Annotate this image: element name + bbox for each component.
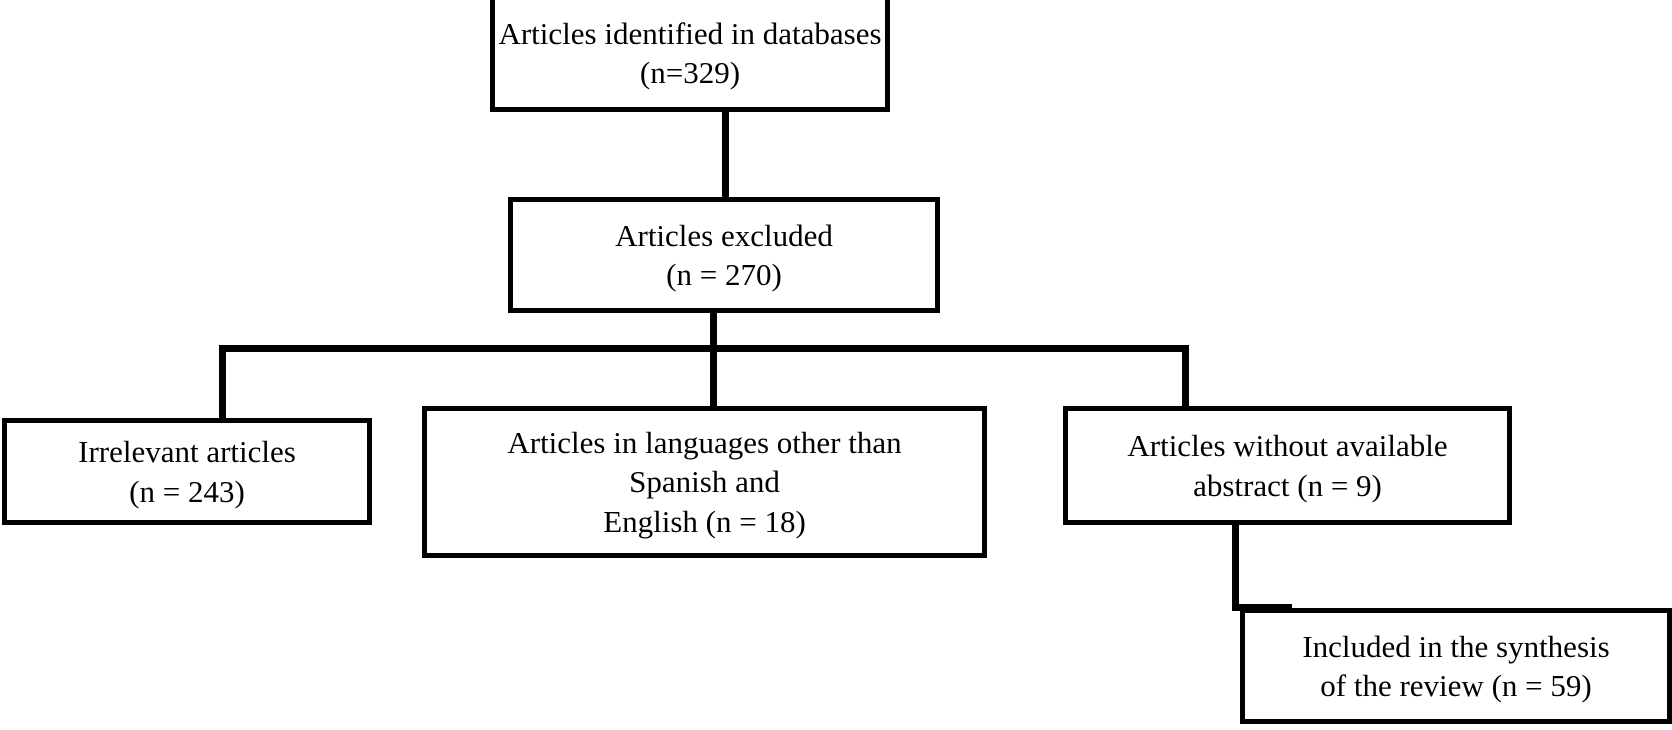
articles-excluded-count: (n = 270) xyxy=(666,257,782,292)
articles-excluded-line-1: Articles excluded xyxy=(615,217,833,253)
connector-no-abstract-to-included xyxy=(1232,604,1292,611)
included-synthesis-line-1: Included in the synthesis xyxy=(1302,628,1610,664)
articles-identified-box: Articles identified in databases (n=329) xyxy=(490,0,890,112)
connector-branch-horizontal-bar xyxy=(219,345,1189,352)
irrelevant-articles-count: (n = 243) xyxy=(129,473,245,509)
irrelevant-articles-line-1: Irrelevant articles xyxy=(78,434,296,470)
connector-no-abstract-drop xyxy=(1232,521,1239,611)
no-abstract-box: Articles without available abstract (n =… xyxy=(1063,406,1512,525)
no-abstract-line-1: Articles without available xyxy=(1127,428,1448,464)
connector-branch-to-languages xyxy=(710,345,717,410)
no-abstract-count: abstract (n = 9) xyxy=(1193,467,1382,503)
connector-identified-to-excluded xyxy=(722,108,729,201)
other-languages-line-2: Spanish and xyxy=(629,464,780,500)
connector-excluded-stem xyxy=(710,309,717,353)
other-languages-box: Articles in languages other than Spanish… xyxy=(422,406,987,558)
articles-excluded-box: Articles excluded (n = 270) xyxy=(508,197,940,313)
articles-identified-line-1: Articles identified in databases xyxy=(498,15,882,51)
included-synthesis-count: of the review (n = 59) xyxy=(1320,668,1592,703)
articles-identified-count: (n=329) xyxy=(639,55,741,90)
included-synthesis-box: Included in the synthesis of the review … xyxy=(1240,608,1672,724)
other-languages-line-1: Articles in languages other than xyxy=(507,425,902,461)
irrelevant-articles-box: Irrelevant articles (n = 243) xyxy=(2,418,372,525)
other-languages-count: English (n = 18) xyxy=(603,503,806,539)
connector-branch-to-irrelevant xyxy=(219,345,226,422)
connector-branch-to-no-abstract xyxy=(1182,345,1189,410)
